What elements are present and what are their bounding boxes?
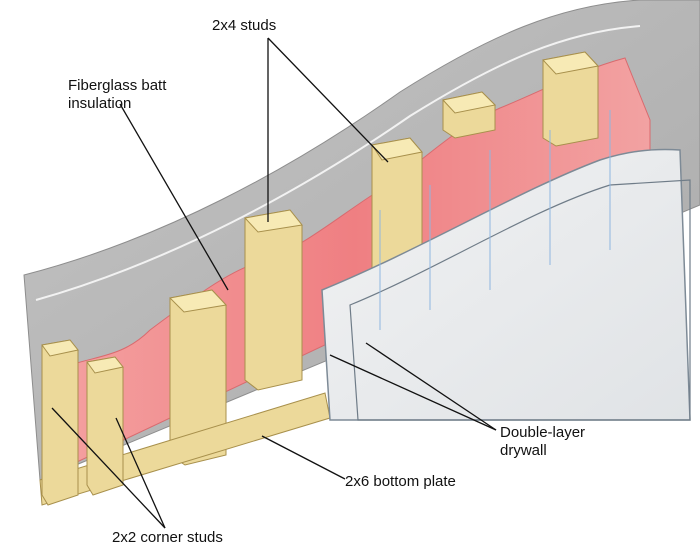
stud-2x4 [442, 91, 497, 139]
label-insulation-line2: insulation [68, 95, 131, 112]
corner-stud-2x2 [41, 339, 79, 506]
label-corner-studs: 2x2 corner studs [112, 529, 223, 546]
corner-stud-2x2 [86, 356, 124, 496]
sheathing-inner-edge [35, 25, 641, 301]
label-2x4-studs: 2x4 studs [212, 17, 276, 34]
leader-lines [51, 37, 497, 529]
drywall-layer-outer [321, 148, 691, 421]
label-drywall-line2: drywall [500, 442, 547, 459]
stud-2x4 [542, 51, 599, 147]
stud-2x4 [244, 209, 303, 391]
drywall-layer-inner [349, 179, 691, 421]
label-bottom-plate: 2x6 bottom plate [345, 473, 456, 490]
label-insulation-line1: Fiberglass batt [68, 77, 167, 94]
hidden-stud-lines [379, 110, 611, 330]
label-drywall-line1: Double-layer [500, 424, 585, 441]
